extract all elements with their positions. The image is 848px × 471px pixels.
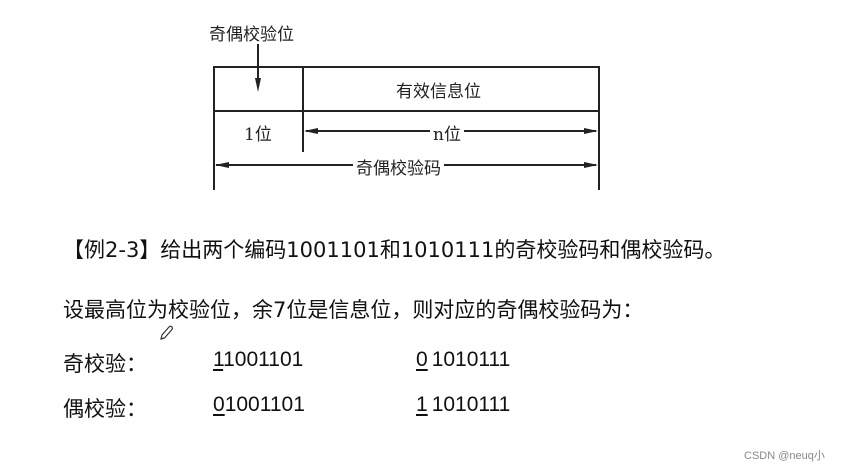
box-middle-border [213,110,600,112]
arrow-left-icon [304,128,318,134]
box-divider [302,66,304,152]
arrow-right-icon [584,128,598,134]
parity-arrow-shaft [257,44,259,80]
arrow-left-icon [215,162,229,168]
row-label: 奇校验： [63,352,147,376]
info-bits-label: 有效信息位 [396,82,481,102]
box-top-border [213,66,600,68]
example-description: 设最高位为校验位，余7位是信息位，则对应的奇偶校验码为： [63,298,644,322]
arrow-down-icon [255,78,261,92]
one-bit-label: 1位 [244,125,272,145]
info-bits: 1010111 [431,348,511,371]
arrow-right-icon [584,162,598,168]
parity-bit: 0 [213,393,225,416]
n-bits-label: n位 [430,120,464,145]
parity-bit: 0 [416,348,428,371]
parity-code-label: 奇偶校验码 [353,154,444,179]
parity-bit: 1 [416,393,428,416]
box-left-border [213,66,215,190]
info-bits: 1001101 [224,393,305,416]
box-right-border [598,66,600,190]
info-bits: 1001101 [223,348,304,371]
pencil-icon [158,324,174,342]
odd-code-1: 11001101 [213,348,303,372]
info-bits: 1010111 [431,393,511,416]
parity-bit-label: 奇偶校验位 [209,25,294,45]
watermark: CSDN @neuq小 [744,450,825,462]
row-label: 偶校验： [63,397,147,421]
even-code-1: 01001101 [213,393,305,417]
parity-bit: 1 [213,348,224,371]
example-title: 【例2-3】给出两个编码1001101和1010111的奇校验码和偶校验码。 [63,238,726,262]
